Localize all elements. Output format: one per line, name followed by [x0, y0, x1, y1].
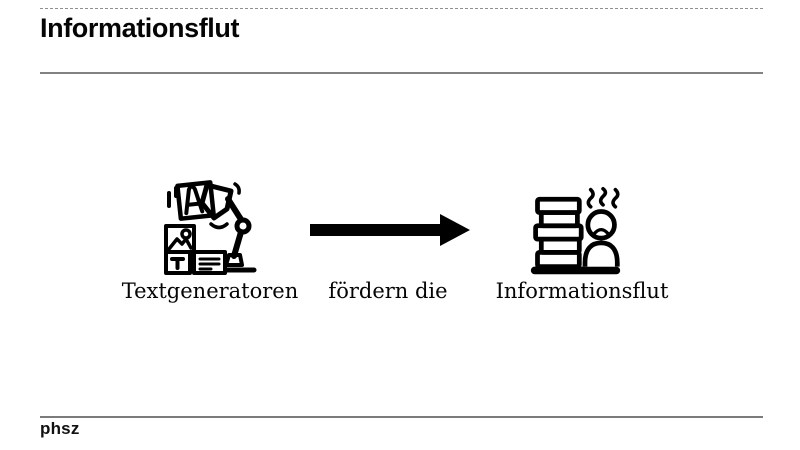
top-divider [40, 8, 763, 9]
label-informationsflut: Informationsflut [495, 279, 669, 303]
page-title: Informationsflut [40, 13, 240, 43]
label-textgeneratoren: Textgeneratoren [121, 279, 299, 303]
footer-divider [40, 416, 763, 418]
footer-logo: phsz [40, 419, 80, 438]
paper-stack-stressed-person-icon [530, 186, 621, 275]
label-foerdern-die: fördern die [328, 279, 448, 303]
robot-arm-documents-icon [164, 180, 257, 275]
title-divider [40, 72, 763, 74]
arrow-right-icon [310, 214, 470, 246]
